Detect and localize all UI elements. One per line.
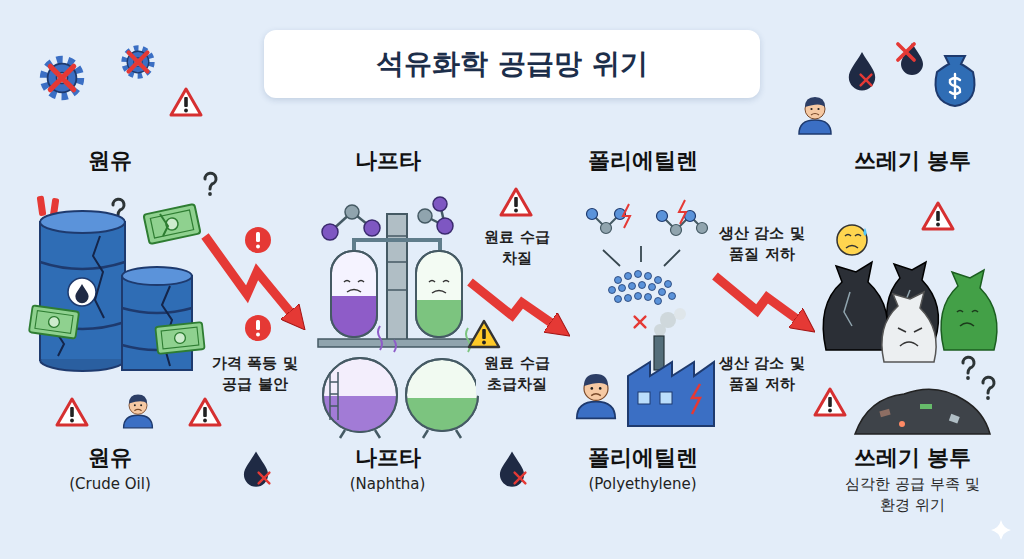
note-box: 생산 감소 및 품질 저하	[716, 352, 808, 396]
garbage-bags	[815, 203, 997, 434]
note-box: 원료 수급 초급차질	[476, 352, 558, 396]
stage-heading: 나프타	[355, 146, 421, 176]
edge-label: 가격 폭등 및 공급 불안	[209, 352, 301, 396]
stage-subtitle: (Polyethylene)	[588, 474, 696, 496]
stage-column: 원유원유(Crude Oil)	[15, 142, 205, 502]
stage-subtitle: 심각한 공급 부족 및 환경 위기	[838, 474, 988, 518]
column-caption: 폴리에틸렌(Polyethylene)	[570, 444, 715, 495]
stage-column: 나프타나프타(Naphtha)	[305, 142, 470, 502]
stage-heading: 폴리에틸렌	[588, 146, 698, 176]
oil-barrels	[29, 173, 220, 428]
title-text: 석유화학 공급망 위기	[376, 45, 648, 83]
edge-label-box: 원료 수급 차질	[476, 226, 558, 270]
column-heading-row: 원유	[15, 146, 205, 176]
stage-subtitle: (Crude Oil)	[69, 474, 151, 496]
edge-label: 생산 감소 및 품질 저하	[716, 222, 808, 266]
polyethylene-plant	[577, 200, 714, 426]
edge-label: 원료 수급 차질	[476, 226, 558, 270]
column-heading-row: 폴리에틸렌	[570, 146, 715, 176]
cost-icons	[799, 43, 975, 134]
crisis-arrow	[715, 276, 799, 320]
crisis-arrow	[205, 236, 292, 315]
stage-name: 나프타	[355, 444, 421, 472]
stage-name: 원유	[88, 444, 132, 472]
edge-label-box: 생산 감소 및 품질 저하	[716, 222, 808, 266]
column-heading-row: 쓰레기 봉투	[815, 146, 1010, 176]
stage-subtitle: (Naphtha)	[350, 474, 426, 496]
column-caption: 원유(Crude Oil)	[15, 444, 205, 495]
column-caption: 나프타(Naphtha)	[305, 444, 470, 495]
stage-heading: 쓰레기 봉투	[854, 146, 972, 176]
note-label: 생산 감소 및 품질 저하	[716, 352, 808, 396]
stage-name: 쓰레기 봉투	[854, 444, 972, 472]
sparkle	[991, 520, 1011, 540]
broken-gears	[44, 49, 201, 116]
column-caption: 쓰레기 봉투심각한 공급 부족 및 환경 위기	[815, 444, 1010, 517]
stage-heading: 원유	[88, 146, 132, 176]
stage-name: 폴리에틸렌	[588, 444, 698, 472]
title-box: 석유화학 공급망 위기	[264, 30, 760, 98]
note-label: 원료 수급 초급차질	[476, 352, 558, 396]
naphtha-refinery	[318, 197, 486, 438]
crisis-arrow	[470, 282, 554, 325]
stage-column: 쓰레기 봉투쓰레기 봉투심각한 공급 부족 및 환경 위기	[815, 142, 1010, 523]
edge-label-box: 가격 폭등 및 공급 불안	[209, 352, 301, 396]
stage-column: 폴리에틸렌폴리에틸렌(Polyethylene)	[570, 142, 715, 502]
column-heading-row: 나프타	[305, 146, 470, 176]
